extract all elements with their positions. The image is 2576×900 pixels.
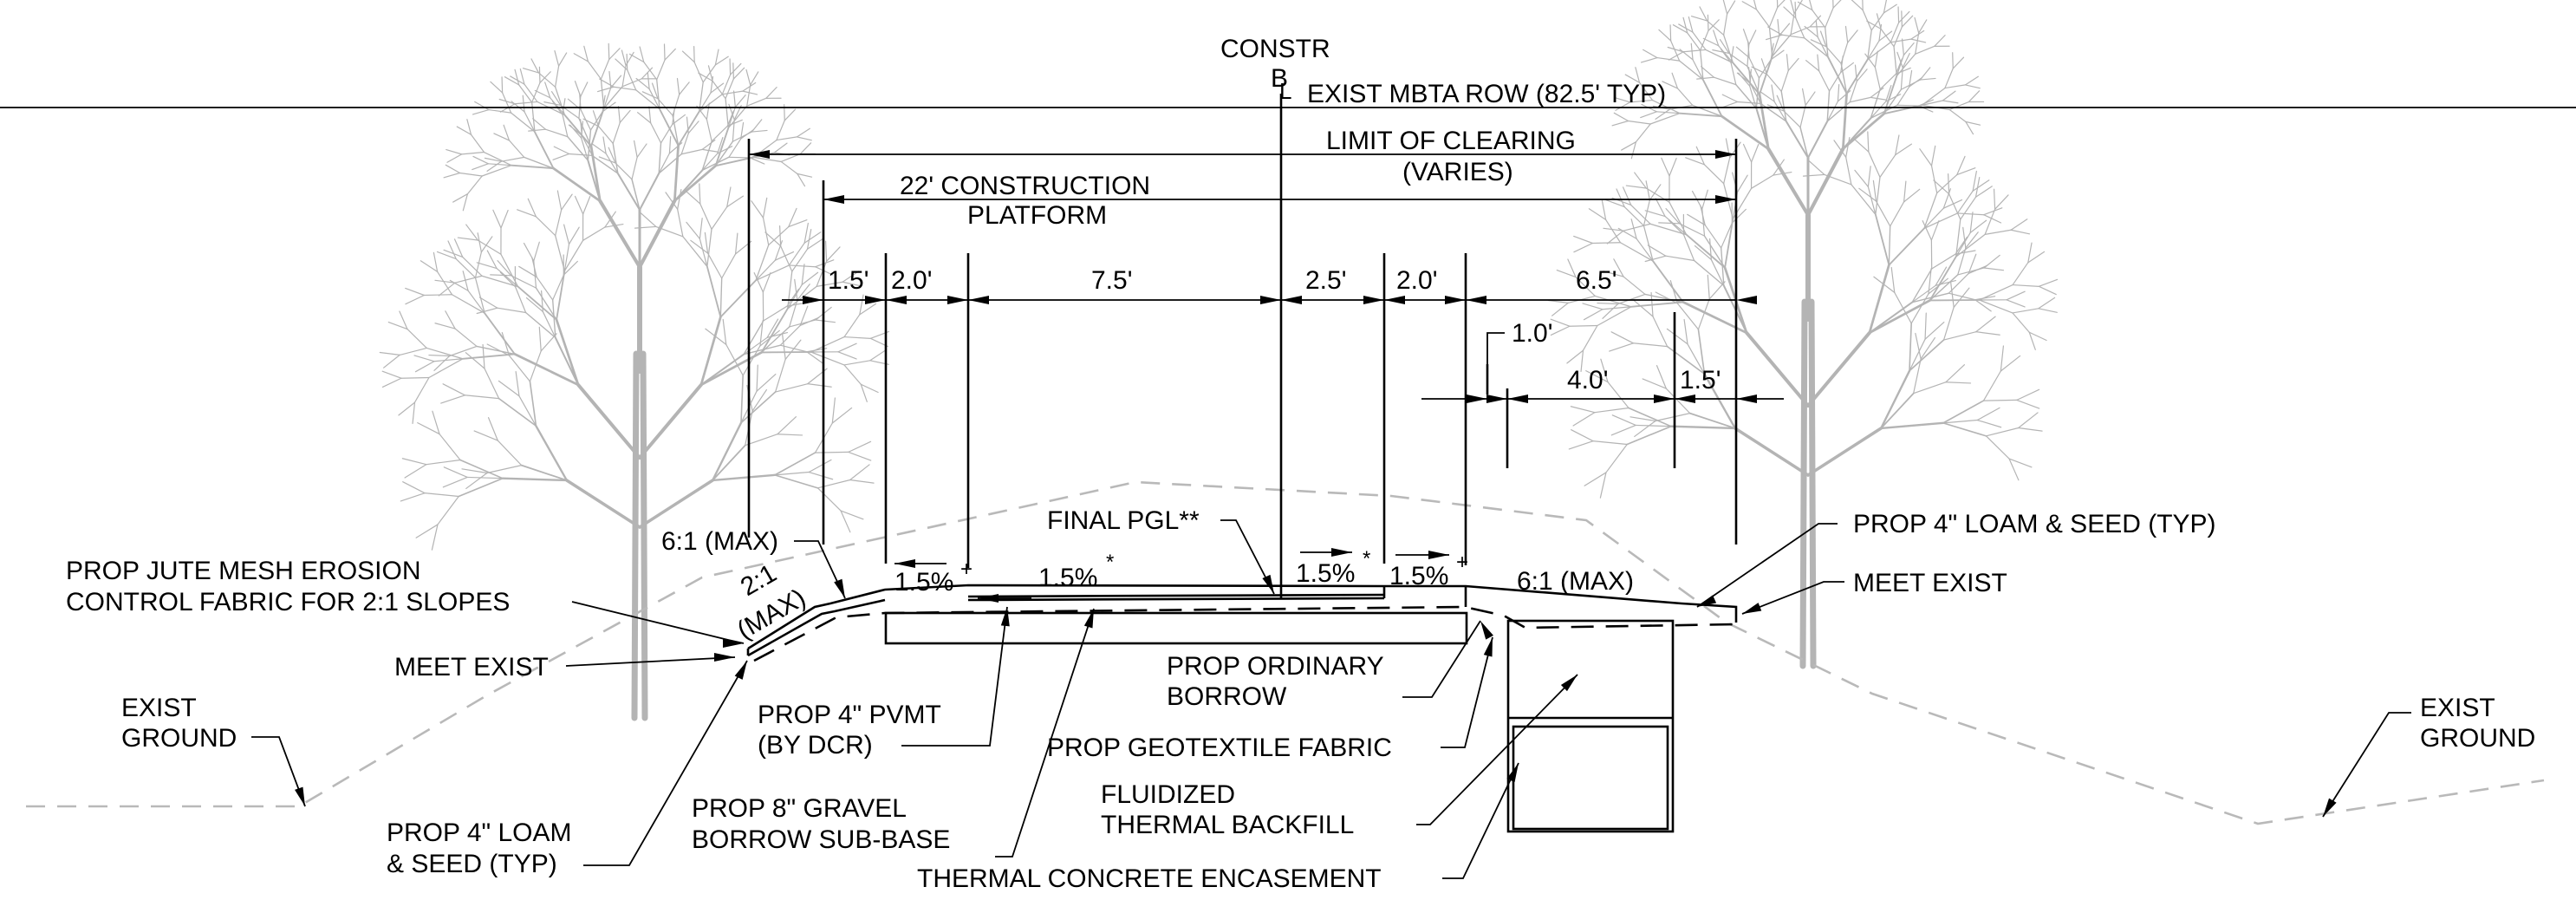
loam-right: PROP 4" LOAM & SEED (TYP) [1853,510,2216,538]
pvmt-label-2: (BY DCR) [758,731,873,760]
slope-arrows [894,551,1449,599]
gravel-label-1: PROP 8" GRAVEL [692,794,907,823]
baseline-sub-label: L [1279,78,1291,104]
cross-slope-4-mark: + [1456,551,1468,574]
gravel-label-2: BORROW SUB-BASE [692,825,950,854]
ordinary-label-1: PROP ORDINARY [1167,652,1384,681]
dim-1-0: 1.0' [1512,319,1552,348]
dim-6-5: 6.5' [1576,266,1617,295]
meet-exist-right: MEET EXIST [1853,569,2007,597]
encasement-label: THERMAL CONCRETE ENCASEMENT [917,864,1382,893]
row-label: EXIST MBTA ROW (82.5' TYP) [1307,80,1666,108]
dim-2-5: 2.5' [1305,266,1346,295]
jute-label-2: CONTROL FABRIC FOR 2:1 SLOPES [66,588,510,616]
exist-ground-right-2: GROUND [2420,724,2535,753]
cross-slope-3-mark: * [1363,547,1370,571]
geotextile-label: PROP GEOTEXTILE FABRIC [1047,734,1392,762]
ordinary-label-2: BORROW [1167,682,1287,711]
exist-ground-right-1: EXIST [2420,694,2495,722]
exist-ground-left-2: GROUND [121,724,237,753]
tree-right-icon [1547,0,2059,669]
pvmt-label-1: PROP 4" PVMT [758,701,941,729]
dimension-lines [749,153,1784,400]
slope-6-1-right: 6:1 (MAX) [1517,567,1634,596]
leader-lines [251,519,2411,879]
meet-exist-left: MEET EXIST [394,653,549,682]
baseline-label: B [1271,64,1288,93]
roadway-section [746,584,1738,662]
cross-slope-3: 1.5% [1296,559,1355,588]
jute-label-1: PROP JUTE MESH EROSION [66,557,421,585]
leader-1-0 [1486,332,1505,364]
limit-label-2: (VARIES) [1402,158,1513,186]
dim-2-0-left: 2.0' [891,266,932,295]
final-pgl-label: FINAL PGL** [1047,506,1200,535]
fluidized-label-2: THERMAL BACKFILL [1101,811,1354,839]
extension-lines [747,139,1738,568]
loam-left-1: PROP 4" LOAM [387,818,572,847]
existing-ground-line [26,480,2545,825]
platform-label-2: PLATFORM [967,201,1107,230]
limit-label-1: LIMIT OF CLEARING [1326,127,1576,155]
cross-slope-4: 1.5% [1389,562,1448,590]
dim-2-0-right: 2.0' [1396,266,1437,295]
loam-left-2: & SEED (TYP) [387,850,557,878]
dim-1-5-left: 1.5' [828,266,868,295]
drawing-labels: CONSTR B L EXIST MBTA ROW (82.5' TYP) LI… [66,35,2535,893]
cross-slope-2-mark: * [1106,551,1114,574]
thermal-encasement [1506,619,1675,833]
exist-ground-left-1: EXIST [121,694,197,722]
cross-slope-1: 1.5% [894,568,953,597]
dim-1-5-right: 1.5' [1680,366,1721,395]
cross-slope-2: 1.5% [1038,564,1097,592]
dim-7-5: 7.5' [1091,266,1132,295]
platform-label-1: 22' CONSTRUCTION [900,172,1150,200]
cross-slope-1-mark: + [960,558,973,581]
dim-4-0: 4.0' [1567,366,1608,395]
constr-label: CONSTR [1220,35,1330,63]
slope-6-1-left: 6:1 (MAX) [661,527,778,556]
fluidized-label-1: FLUIDIZED [1101,780,1235,809]
